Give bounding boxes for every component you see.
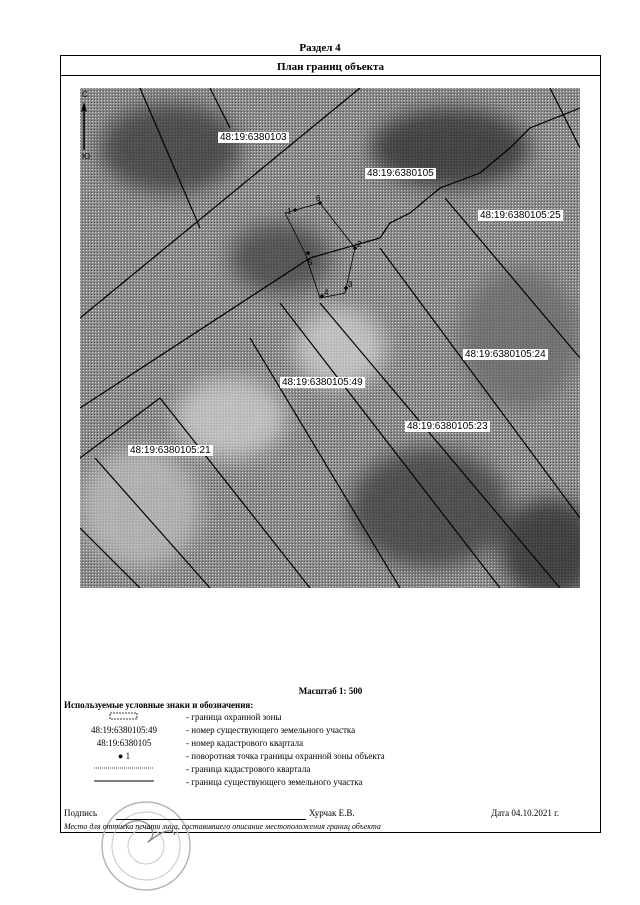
legend-symbol [64, 764, 184, 774]
point-label: 5 [308, 258, 313, 267]
protection-zone-symbol-icon [109, 712, 138, 720]
point-label: 3 [348, 280, 353, 289]
parcel-label-23: 48:19:6380105:23 [405, 421, 490, 432]
parcel-label-49: 48:19:6380105:49 [280, 377, 365, 388]
parcel-label-25: 48:19:6380105:25 [478, 210, 563, 221]
legend-text: - граница охранной зоны [186, 712, 282, 722]
signature-label: Подпись [64, 808, 98, 818]
point-label: 4 [324, 288, 329, 297]
legend-symbol [64, 712, 184, 722]
document-frame [60, 55, 601, 833]
point-label: 6 [316, 194, 321, 203]
section-title: Раздел 4 [299, 42, 341, 54]
legend-symbol: ● 1 [117, 751, 131, 761]
legend-text: - номер кадастрового квартала [186, 738, 304, 748]
map-scale: Масштаб 1: 500 [298, 686, 363, 696]
parcel-label-21: 48:19:6380105:21 [128, 445, 213, 456]
parcel-label-24: 48:19:6380105:24 [463, 349, 548, 360]
legend-symbol: 48:19:6380105:49 [90, 725, 157, 735]
legend-text: - поворотная точка границы охранной зоны… [186, 751, 385, 761]
compass-north: С [82, 90, 88, 99]
quarter-label-105: 48:19:6380105 [365, 168, 436, 179]
document-date: Дата 04.10.2021 г. [491, 808, 559, 818]
plan-title: План границ объекта [60, 58, 601, 76]
signature-line [116, 819, 306, 820]
legend-title: Используемые условные знаки и обозначени… [64, 700, 254, 710]
legend-text: - номер существующего земельного участка [186, 725, 356, 735]
compass-south: Ю [82, 152, 91, 161]
map-image [80, 88, 580, 588]
legend-symbol: 48:19:6380105 [96, 738, 152, 748]
compass-arrow-icon [81, 102, 87, 150]
legend-text: - граница кадастрового квартала [186, 764, 311, 774]
legend-text: - граница существующего земельного участ… [186, 777, 363, 787]
signature-row: Подпись Хурчак Е.В. Дата 04.10.2021 г. [64, 808, 597, 822]
cadastral-map: С Ю 48:19:6380103 48:19:6380105 48:19:63… [80, 88, 580, 588]
signer-name: Хурчак Е.В. [309, 808, 355, 818]
parcel-boundary-line-icon [94, 780, 154, 782]
legend-symbol [64, 777, 184, 787]
stamp-caption: Место для оттиска печати лица, составивш… [64, 822, 381, 831]
point-label: 1 [287, 207, 292, 216]
seal-stamp [100, 800, 192, 892]
quarter-label-103: 48:19:6380103 [218, 132, 289, 143]
point-dot-icon: ● [117, 751, 124, 761]
quarter-boundary-line-icon [94, 767, 154, 769]
point-label: 2 [357, 240, 362, 249]
